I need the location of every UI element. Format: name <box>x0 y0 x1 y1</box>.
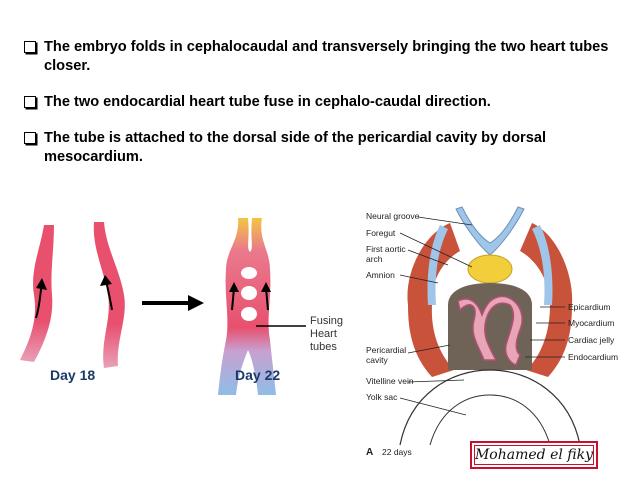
days-label: 22 days <box>382 447 412 457</box>
body-wall <box>407 223 460 377</box>
bullet-text: The two endocardial heart tube fuse in c… <box>44 94 491 110</box>
fusing-label: Fusing <box>310 315 343 327</box>
heart-tube-left <box>20 225 54 362</box>
day-22-label: Day 22 <box>235 367 280 383</box>
epicardium-label: Epicardium <box>568 302 611 312</box>
foregut <box>467 254 513 284</box>
neural-groove-label: Neural groove <box>366 211 420 221</box>
heart-tube <box>457 295 523 366</box>
tubes-label: tubes <box>310 341 337 353</box>
vitelline-vein-label: Vitelline vein <box>366 376 414 386</box>
day-18-label: Day 18 <box>50 367 95 383</box>
amnion-label: Amnion <box>366 270 395 280</box>
first-aortic-arch-label-2: arch <box>366 254 383 264</box>
body-wall <box>520 223 573 377</box>
fusion-window <box>241 267 257 279</box>
endocardium-label: Endocardium <box>568 352 618 362</box>
pericardial-section-figure: Neural groove Foregut First aortic arch … <box>366 206 618 458</box>
bullet-text: The embryo folds in cephalocaudal and tr… <box>44 39 609 74</box>
yolk-sac <box>399 369 581 446</box>
bullet-text: The tube is attached to the dorsal side … <box>44 130 546 165</box>
fusion-window <box>241 307 257 321</box>
pericardial-cavity-label-2: cavity <box>366 355 388 365</box>
neural-groove <box>455 206 525 256</box>
checkbox-bullet-icon <box>24 96 36 108</box>
heart-tube-fusion-figure: Day 18 Day 22 Fusing Heart tubes <box>20 218 343 395</box>
foregut-label: Foregut <box>366 228 396 238</box>
panel-letter: A <box>366 447 373 458</box>
checkbox-bullet-icon <box>24 132 36 144</box>
checkbox-bullet-icon <box>24 41 36 53</box>
author-signature-box: Mohamed el fiky <box>470 441 598 469</box>
myocardium-label: Myocardium <box>568 318 614 328</box>
heart-label: Heart <box>310 328 337 340</box>
pericardial-cavity-label: Pericardial <box>366 345 406 355</box>
fusion-window <box>241 286 257 300</box>
fused-heart-tube <box>218 218 276 395</box>
bullet-item-1: The embryo folds in cephalocaudal and tr… <box>24 38 614 76</box>
bullet-item-2: The two endocardial heart tube fuse in c… <box>24 93 614 112</box>
yolk-sac-label: Yolk sac <box>366 392 398 402</box>
bullet-item-3: The tube is attached to the dorsal side … <box>24 129 614 167</box>
first-aortic-arch-label: First aortic <box>366 244 406 254</box>
author-signature: Mohamed el fiky <box>474 447 594 463</box>
cardiac-jelly-label: Cardiac jelly <box>568 335 615 345</box>
bullet-list: The embryo folds in cephalocaudal and tr… <box>24 38 614 184</box>
